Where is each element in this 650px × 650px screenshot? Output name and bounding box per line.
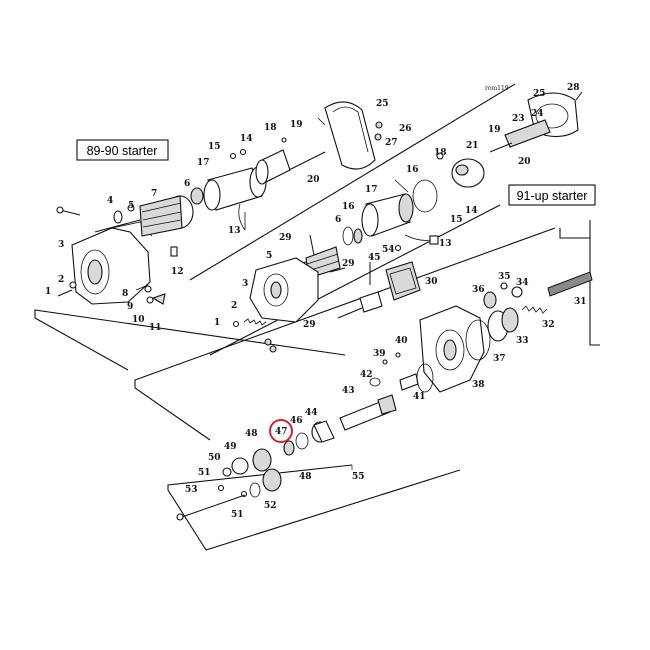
- label-29b: 29: [342, 259, 355, 269]
- label-27: 27: [385, 138, 398, 148]
- label-36: 36: [472, 285, 485, 295]
- label-17b: 17: [365, 185, 378, 195]
- label-23: 23: [512, 114, 525, 124]
- label-37: 37: [493, 354, 506, 364]
- label-8: 8: [122, 289, 128, 299]
- label-35: 35: [498, 272, 511, 282]
- highlight-ring-47: [269, 419, 293, 443]
- label-45: 45: [368, 253, 381, 263]
- label-33: 33: [516, 336, 529, 346]
- label-6: 6: [184, 179, 190, 189]
- label-3b: 3: [242, 279, 248, 289]
- label-19b: 19: [488, 125, 501, 135]
- label-11: 11: [149, 323, 162, 333]
- label-29: 29: [279, 233, 292, 243]
- label-53: 53: [185, 485, 198, 495]
- label-28: 28: [567, 83, 580, 93]
- starter-91-up-parts: [232, 91, 593, 456]
- label-30: 30: [425, 277, 438, 287]
- label-43: 43: [342, 386, 355, 396]
- label-18: 18: [264, 123, 277, 133]
- frame-lines: [34, 83, 600, 551]
- labels-55: 48 49 50 51 48 53 52 51 55: [185, 429, 365, 520]
- label-44: 44: [305, 408, 318, 418]
- label-12: 12: [171, 267, 184, 277]
- box-91-up-label: 91-up starter: [517, 189, 588, 203]
- label-52: 52: [264, 501, 277, 511]
- label-21: 21: [466, 141, 479, 151]
- label-25: 25: [376, 99, 389, 109]
- labels-91-up: 25 28 24 23 19 21 20 18 16 17 14 15 16 6…: [214, 83, 587, 437]
- label-1: 1: [45, 287, 51, 297]
- label-20b: 20: [518, 157, 531, 167]
- label-3: 3: [58, 240, 64, 250]
- label-48: 48: [245, 429, 258, 439]
- label-14: 14: [240, 134, 253, 144]
- label-40: 40: [395, 336, 408, 346]
- label-18b: 18: [434, 148, 447, 158]
- label-15b: 15: [450, 215, 463, 225]
- label-55: 55: [352, 472, 365, 482]
- label-49: 49: [224, 442, 237, 452]
- label-20: 20: [307, 175, 320, 185]
- label-2b: 2: [231, 301, 237, 311]
- label-14b: 14: [465, 206, 478, 216]
- label-15: 15: [208, 142, 221, 152]
- label-17: 17: [197, 158, 210, 168]
- label-6b: 6: [335, 215, 341, 225]
- label-24: 24: [531, 109, 544, 119]
- label-16b: 16: [342, 202, 355, 212]
- label-54: 54: [382, 245, 395, 255]
- label-51b: 51: [231, 510, 244, 520]
- label-39: 39: [373, 349, 386, 359]
- labels-89-90: 1 2 3 4 5 6 7 8 9 10 11 12 13 14 15 17 1…: [45, 99, 412, 333]
- label-10: 10: [132, 315, 145, 325]
- label-7: 7: [151, 189, 157, 199]
- label-32: 32: [542, 320, 555, 330]
- subassembly-55-parts: [176, 448, 282, 521]
- label-34: 34: [516, 278, 529, 288]
- label-42: 42: [360, 370, 373, 380]
- box-89-90-label: 89-90 starter: [87, 144, 158, 158]
- label-5b: 5: [266, 251, 272, 261]
- label-41: 41: [413, 392, 426, 402]
- label-47: 47: [275, 427, 288, 437]
- label-51: 51: [198, 468, 211, 478]
- box-89-90-starter: 89-90 starter: [76, 139, 169, 161]
- label-26: 26: [399, 124, 412, 134]
- label-4: 4: [107, 196, 113, 206]
- label-19: 19: [290, 120, 303, 130]
- label-13b: 13: [439, 239, 452, 249]
- label-48b: 48: [299, 472, 312, 482]
- label-46: 46: [290, 416, 303, 426]
- label-2: 2: [58, 275, 64, 285]
- label-50: 50: [208, 453, 221, 463]
- label-5: 5: [128, 201, 134, 211]
- label-9: 9: [127, 302, 133, 312]
- label-38: 38: [472, 380, 485, 390]
- label-29c: 29: [303, 320, 316, 330]
- starter-89-90-parts: [56, 101, 383, 305]
- label-31: 31: [574, 297, 587, 307]
- box-91-up-starter: 91-up starter: [508, 184, 596, 206]
- label-16: 16: [406, 165, 419, 175]
- label-25b: 25: [533, 89, 546, 99]
- reference-code: rom119: [485, 85, 509, 92]
- label-13: 13: [228, 226, 241, 236]
- label-1b: 1: [214, 318, 220, 328]
